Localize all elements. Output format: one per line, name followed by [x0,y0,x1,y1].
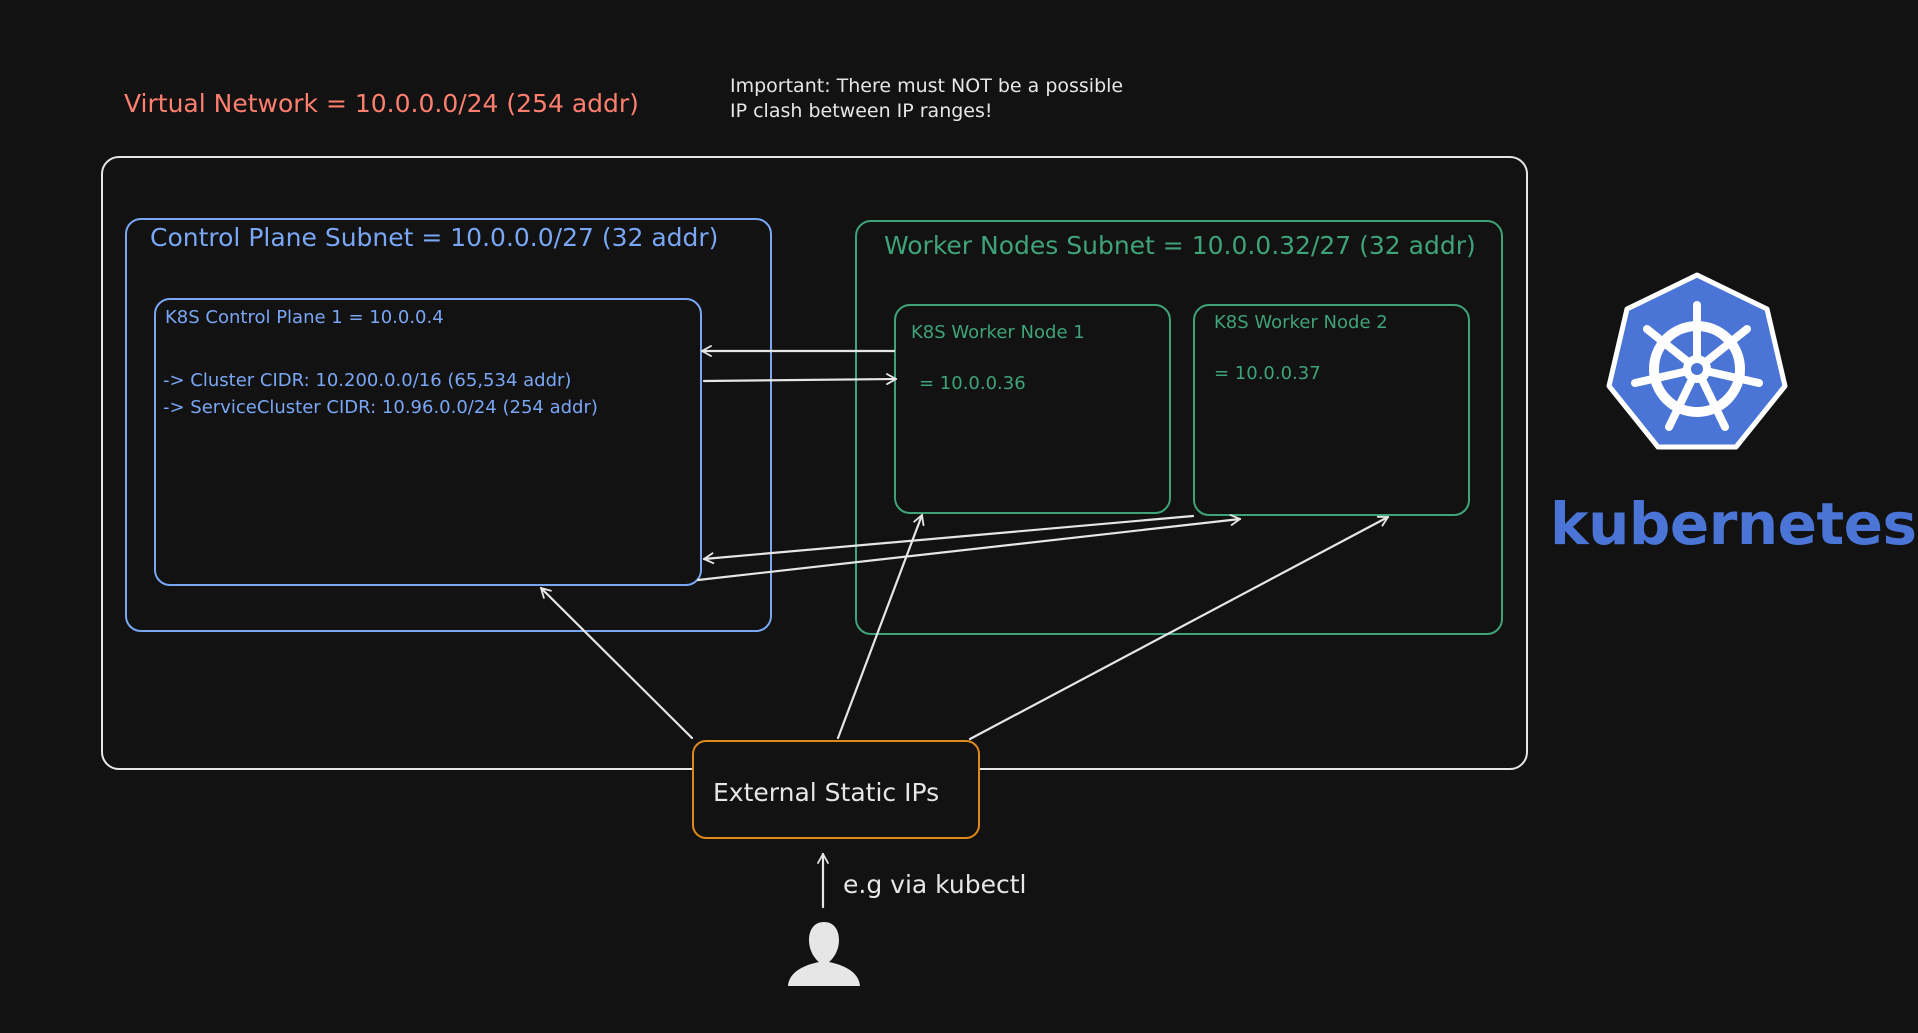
worker-node-1-box [894,304,1171,514]
control-plane-subnet-title: Control Plane Subnet = 10.0.0.0/27 (32 a… [150,223,719,252]
external-static-ips-label: External Static IPs [713,778,940,807]
ip-clash-note-line-2: IP clash between IP ranges! [730,100,993,122]
kubernetes-wordmark: kubernetes [1550,490,1917,558]
worker-node-2-box [1193,304,1470,516]
external-static-ips-box [692,740,980,839]
control-plane-node-box [154,298,702,586]
ip-clash-note-line-1: Important: There must NOT be a possible [730,75,1124,97]
user-icon [788,922,860,986]
worker-node-2-ip: = 10.0.0.37 [1214,363,1321,384]
control-plane-node-title: K8S Control Plane 1 = 10.0.0.4 [165,307,444,328]
worker-node-2-title: K8S Worker Node 2 [1214,312,1388,333]
worker-node-1-ip: = 10.0.0.36 [919,373,1026,394]
control-plane-subnet-box [125,218,772,632]
cluster-cidr-line: -> Cluster CIDR: 10.200.0.0/16 (65,534 a… [163,370,572,391]
user-caption: e.g via kubectl [843,870,1027,899]
kubernetes-helm-icon [1606,272,1788,450]
service-cluster-cidr-line: -> ServiceCluster CIDR: 10.96.0.0/24 (25… [163,397,598,418]
worker-nodes-subnet-title: Worker Nodes Subnet = 10.0.0.32/27 (32 a… [884,231,1476,260]
worker-node-1-title: K8S Worker Node 1 [911,322,1085,343]
virtual-network-title: Virtual Network = 10.0.0.0/24 (254 addr) [124,89,639,118]
